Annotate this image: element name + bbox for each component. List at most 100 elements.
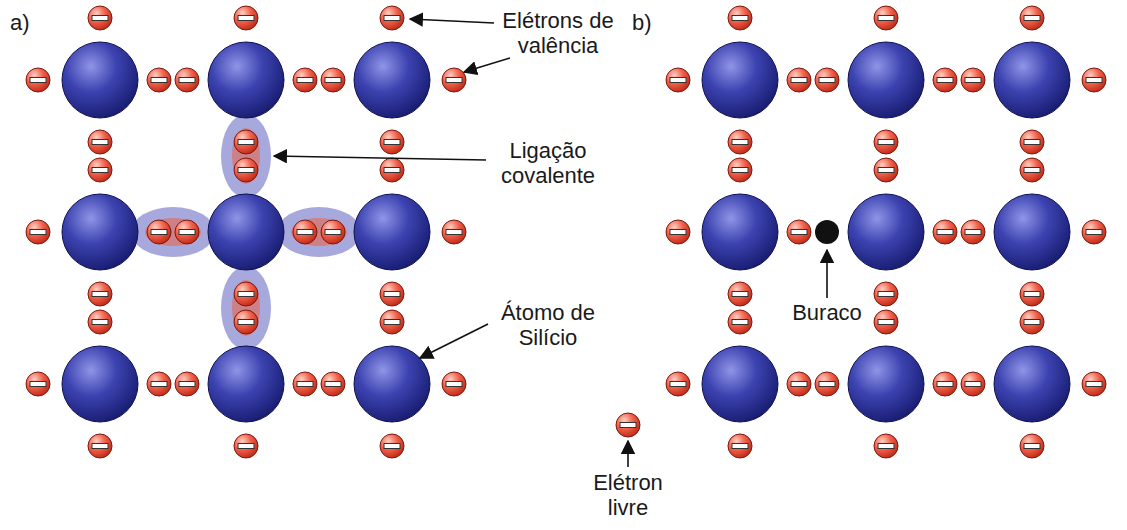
minus-sign [878, 444, 894, 449]
minus-sign [965, 230, 981, 235]
callout-label: Elétron livre [578, 470, 678, 521]
minus-sign [92, 168, 108, 173]
minus-sign [297, 382, 313, 387]
electron-body [787, 220, 811, 244]
electron-body [147, 220, 171, 244]
valence-electron [88, 310, 112, 334]
callout-label: Buraco [782, 300, 872, 325]
minus-sign [446, 382, 462, 387]
electron-body [728, 282, 752, 306]
valence-electron [961, 220, 985, 244]
minus-sign [238, 16, 254, 21]
electron-body [234, 130, 258, 154]
valence-electron [442, 372, 466, 396]
electron-body [234, 158, 258, 182]
valence-electron [728, 310, 752, 334]
electron-body [933, 220, 957, 244]
minus-sign [878, 320, 894, 325]
minus-sign [1024, 16, 1040, 21]
minus-sign [238, 168, 254, 173]
electron-body [961, 220, 985, 244]
minus-sign [1024, 292, 1040, 297]
electron-body [787, 372, 811, 396]
bond-core [232, 280, 260, 336]
minus-sign [732, 168, 748, 173]
electron-body [88, 6, 112, 30]
valence-electron [666, 220, 690, 244]
minus-sign [819, 382, 835, 387]
electron-body [728, 434, 752, 458]
valence-electron [874, 310, 898, 334]
electron-body [666, 220, 690, 244]
minus-sign [30, 78, 46, 83]
electron-body [961, 372, 985, 396]
valence-electron [88, 158, 112, 182]
valence-electron [26, 68, 50, 92]
valence-electron [1082, 68, 1106, 92]
electron-body [442, 68, 466, 92]
minus-sign [670, 230, 686, 235]
valence-electron [874, 434, 898, 458]
minus-sign [325, 78, 341, 83]
valence-electron [147, 220, 171, 244]
minus-sign [732, 140, 748, 145]
electron-body [26, 372, 50, 396]
valence-electron [321, 68, 345, 92]
valence-electron [933, 220, 957, 244]
minus-sign [384, 320, 400, 325]
valence-electron [728, 158, 752, 182]
valence-electron [933, 372, 957, 396]
minus-sign [732, 444, 748, 449]
valence-electron [234, 282, 258, 306]
electron-body [293, 372, 317, 396]
valence-electron [321, 372, 345, 396]
minus-sign [92, 444, 108, 449]
callout-label: Ligação covalente [488, 138, 608, 189]
valence-electron [961, 372, 985, 396]
silicon-atom [702, 346, 778, 422]
valence-electron [380, 6, 404, 30]
electron-body [88, 434, 112, 458]
silicon-atom [208, 346, 284, 422]
panel-letter: b) [632, 10, 672, 35]
silicon-atom [702, 194, 778, 270]
leader-arrow [826, 250, 828, 298]
electron-body [666, 372, 690, 396]
valence-electron [616, 413, 640, 437]
electron-body [1020, 434, 1044, 458]
valence-electron [380, 130, 404, 154]
valence-electron [380, 310, 404, 334]
minus-sign [791, 382, 807, 387]
electron-body [380, 130, 404, 154]
minus-sign [1024, 320, 1040, 325]
minus-sign [446, 78, 462, 83]
bond-core [145, 218, 201, 246]
valence-electron [1020, 130, 1044, 154]
electron-body [293, 68, 317, 92]
electron-body [1082, 68, 1106, 92]
leader-arrow [274, 156, 486, 160]
minus-sign [1024, 444, 1040, 449]
minus-sign [92, 140, 108, 145]
valence-electron [26, 372, 50, 396]
valence-electron [728, 282, 752, 306]
valence-electron [234, 310, 258, 334]
valence-electron [1082, 220, 1106, 244]
electron-body [442, 220, 466, 244]
electron-body [616, 413, 640, 437]
minus-sign [819, 78, 835, 83]
valence-electron [787, 68, 811, 92]
valence-electron [88, 6, 112, 30]
valence-electron [1020, 282, 1044, 306]
valence-electron [1020, 158, 1044, 182]
electron-body [961, 68, 985, 92]
electron-body [874, 6, 898, 30]
electron-body [728, 310, 752, 334]
electron-body [728, 158, 752, 182]
electron-body [234, 282, 258, 306]
valence-electron [88, 434, 112, 458]
minus-sign [937, 78, 953, 83]
leader-arrow [627, 441, 629, 467]
silicon-atom [994, 346, 1070, 422]
valence-electron [26, 220, 50, 244]
